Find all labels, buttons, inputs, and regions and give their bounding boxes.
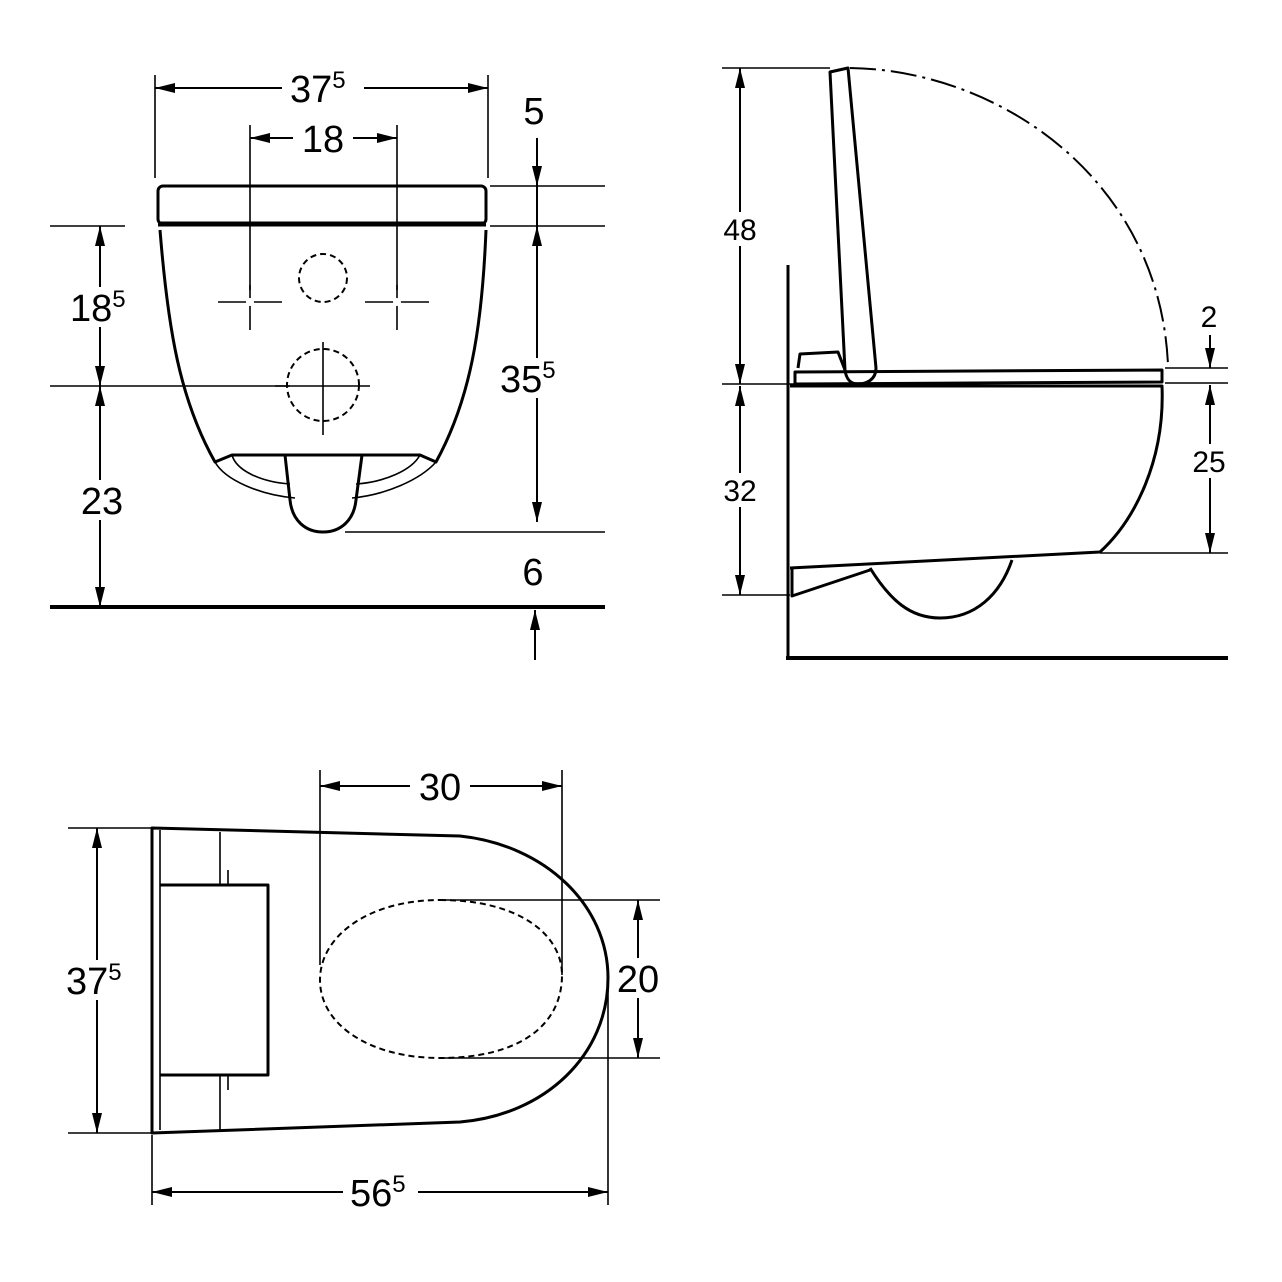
dim-top-width: 375 <box>62 828 134 1133</box>
dim-front-bolt-height: 185 <box>65 226 140 386</box>
dim-top-length: 565 <box>152 1171 608 1215</box>
svg-text:355: 355 <box>500 357 556 401</box>
dim-front-floor-gap: 6 <box>522 552 544 660</box>
svg-text:565: 565 <box>350 1171 406 1215</box>
svg-text:20: 20 <box>617 959 659 1001</box>
svg-text:48: 48 <box>723 214 756 247</box>
top-extension-lines <box>68 770 660 1205</box>
dim-side-bowl-depth: 25 <box>1188 385 1233 553</box>
side-toilet-outline <box>789 66 1164 620</box>
svg-text:23: 23 <box>81 481 123 523</box>
side-view: 48 32 2 25 <box>718 66 1233 660</box>
lid-swing-arc <box>849 67 1169 366</box>
svg-text:30: 30 <box>419 767 461 809</box>
bolt-hole-right <box>365 285 429 330</box>
dim-front-outlet-height: 23 <box>75 386 130 607</box>
front-toilet-outline <box>156 184 488 534</box>
dim-front-width: 375 <box>155 67 488 111</box>
front-extension-lines <box>50 75 605 533</box>
svg-text:6: 6 <box>522 552 543 594</box>
svg-text:32: 32 <box>723 475 756 508</box>
svg-text:25: 25 <box>1192 446 1225 479</box>
bolt-hole-left <box>218 285 282 330</box>
dim-front-bolt-spacing: 18 <box>250 119 397 161</box>
dim-front-bowl-height: 355 <box>497 226 572 522</box>
dim-front-seat-thickness: 5 <box>523 91 545 226</box>
dim-side-seat-gap: 2 <box>1201 301 1218 368</box>
front-view: 375 18 5 185 355 23 6 <box>50 67 605 660</box>
dim-side-rim-height: 32 <box>718 386 763 595</box>
svg-text:375: 375 <box>290 67 346 111</box>
svg-text:375: 375 <box>66 959 122 1003</box>
dim-side-lid-height: 48 <box>718 68 763 384</box>
top-view: 30 20 375 565 <box>62 766 666 1215</box>
top-toilet-outline <box>150 826 610 1135</box>
svg-text:18: 18 <box>302 119 344 161</box>
dim-top-opening-length: 30 <box>320 766 562 809</box>
dim-top-opening-width: 20 <box>612 900 666 1058</box>
svg-text:185: 185 <box>70 286 126 330</box>
svg-text:5: 5 <box>523 91 544 133</box>
side-extension-lines <box>722 67 1228 596</box>
svg-text:2: 2 <box>1201 301 1218 334</box>
